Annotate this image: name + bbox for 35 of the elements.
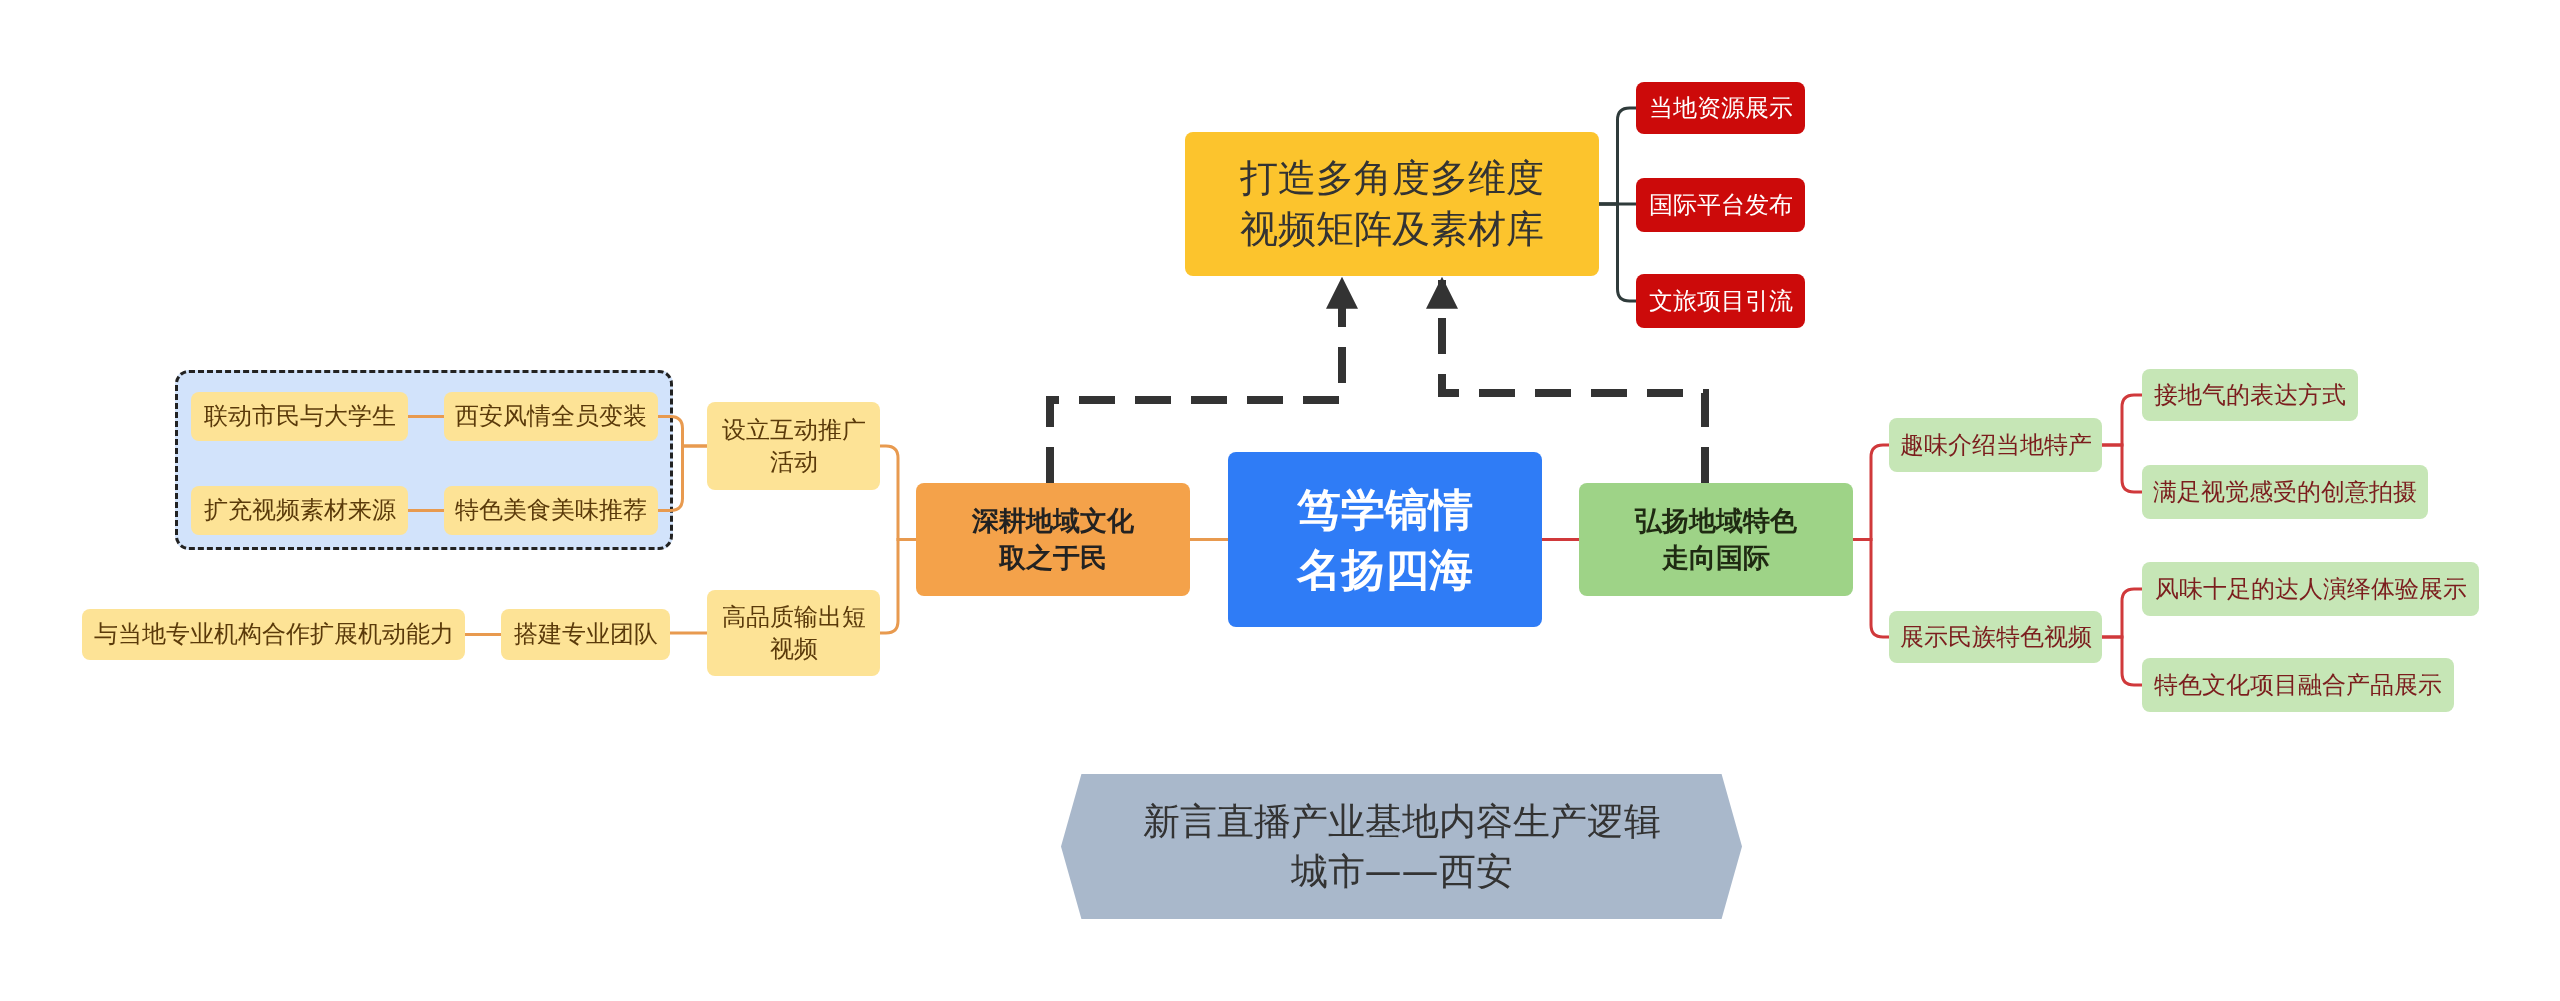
topic-box: 联动市民与大学生 — [191, 392, 408, 441]
connector-line — [1190, 538, 1228, 541]
connector-line — [465, 633, 501, 636]
topic-box: 风味十足的达人演绎体验展示 — [2142, 562, 2479, 616]
topic-box: 展示民族特色视频 — [1889, 611, 2102, 663]
topic-box: 弘扬地域特色走向国际 — [1579, 483, 1853, 596]
connector-line — [408, 509, 444, 512]
topic-box: 扩充视频素材来源 — [191, 486, 408, 535]
topic-box: 高品质输出短视频 — [707, 590, 880, 676]
connector-line — [2102, 443, 2142, 494]
connector-line — [1542, 538, 1579, 541]
title-banner: 新言直播产业基地内容生产逻辑城市——西安 — [1061, 774, 1742, 919]
group-frame — [175, 370, 673, 550]
topic-box: 满足视觉感受的创意拍摄 — [2142, 465, 2428, 519]
topic-box: 接地气的表达方式 — [2142, 369, 2358, 421]
arrow — [1046, 276, 1358, 483]
topic-box: 搭建专业团队 — [501, 609, 670, 660]
topic-box: 特色文化项目融合产品展示 — [2142, 658, 2454, 712]
connector-line — [1599, 202, 1636, 303]
connector-line — [408, 415, 444, 418]
topic-box: 设立互动推广活动 — [707, 402, 880, 490]
topic-box: 特色美食美味推荐 — [444, 486, 658, 535]
topic-box: 打造多角度多维度视频矩阵及素材库 — [1185, 132, 1599, 276]
topic-box: 深耕地域文化取之于民 — [916, 483, 1190, 596]
arrow — [1426, 276, 1709, 483]
connector-line — [670, 631, 707, 635]
topic-box: 趣味介绍当地特产 — [1889, 418, 2102, 472]
topic-box: 文旅项目引流 — [1636, 274, 1805, 328]
topic-box: 国际平台发布 — [1636, 178, 1805, 232]
connector-line — [658, 444, 707, 512]
central-topic: 笃学镐情名扬四海 — [1228, 452, 1542, 627]
topic-box: 西安风情全员变装 — [444, 392, 658, 441]
topic-box: 与当地专业机构合作扩展机动能力 — [82, 609, 465, 660]
connector-line — [2102, 635, 2142, 687]
topic-box: 当地资源展示 — [1636, 82, 1805, 134]
